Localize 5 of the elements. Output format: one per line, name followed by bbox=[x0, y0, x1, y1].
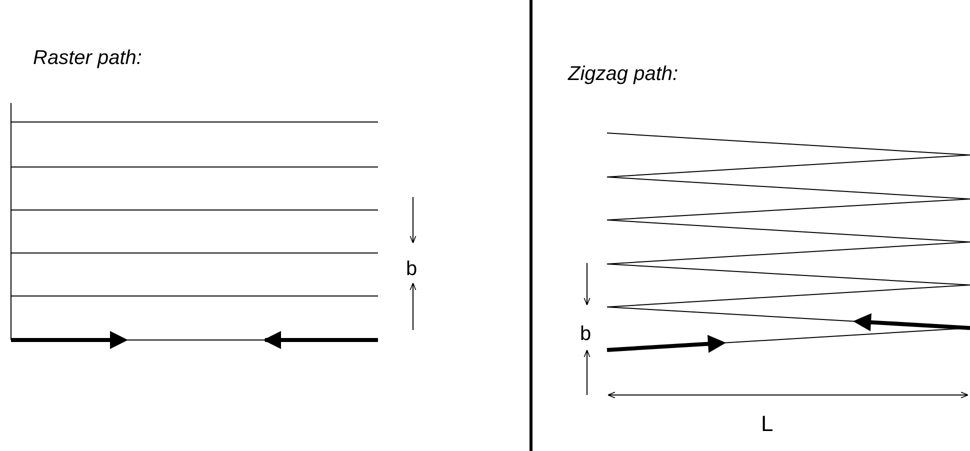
panel-title: Raster path: bbox=[33, 48, 142, 68]
dimension-label: L bbox=[761, 413, 774, 435]
dimension-label: b bbox=[406, 259, 418, 279]
dimension-label: b bbox=[580, 324, 592, 344]
panel-title: Zigzag path: bbox=[568, 64, 678, 84]
